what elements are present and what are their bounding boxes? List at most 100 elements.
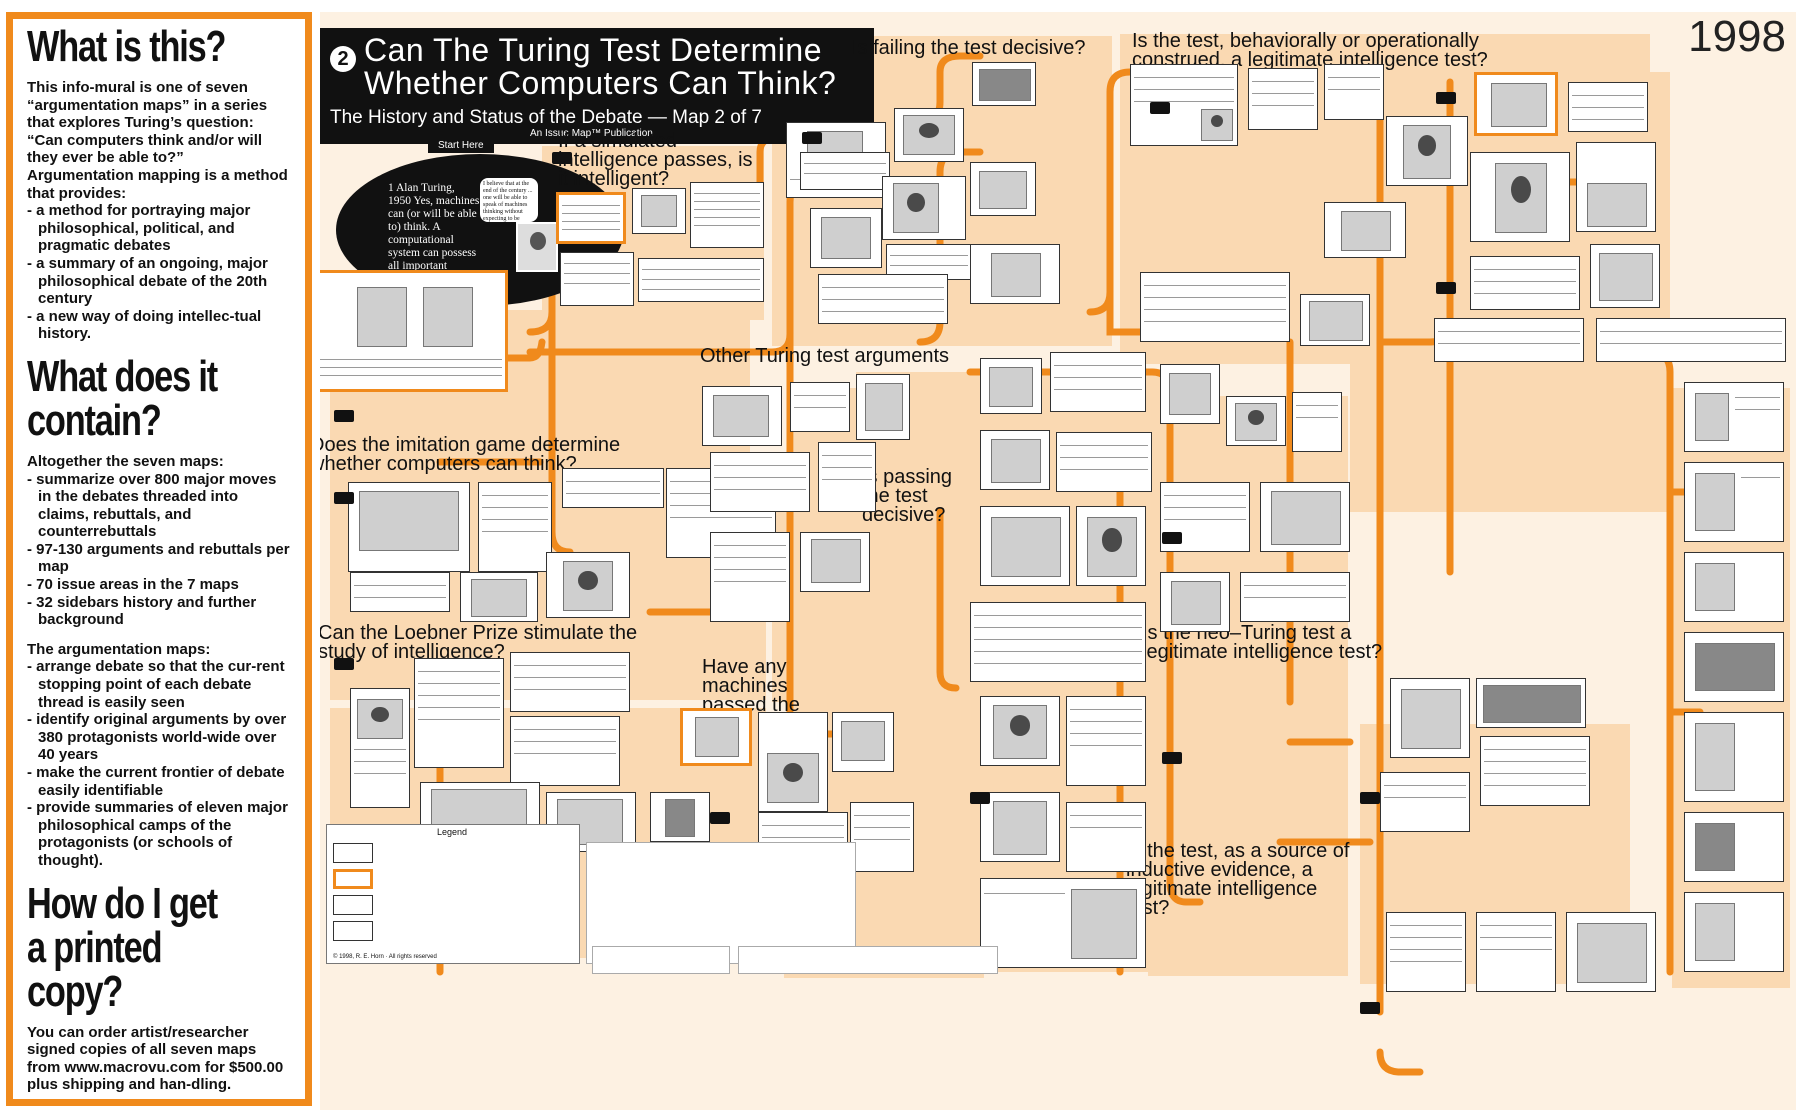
- argument-box[interactable]: [1576, 142, 1656, 232]
- argument-box[interactable]: [810, 208, 882, 268]
- argument-box[interactable]: [1324, 64, 1384, 120]
- argument-box[interactable]: [1386, 116, 1468, 186]
- argument-box[interactable]: [1324, 202, 1406, 258]
- argument-box[interactable]: [1476, 912, 1556, 992]
- argument-box[interactable]: [1590, 244, 1660, 308]
- argument-box[interactable]: [556, 192, 626, 244]
- argument-box[interactable]: [650, 792, 710, 842]
- argument-box[interactable]: [1130, 64, 1238, 146]
- argument-box[interactable]: [1260, 482, 1350, 552]
- heading-what-does-it-contain: What does it contain?: [27, 351, 218, 445]
- argument-box[interactable]: [1568, 82, 1648, 132]
- region-title-imitation: Does the imitation game determine whethe…: [320, 434, 621, 475]
- argument-box[interactable]: [1390, 678, 1470, 758]
- map-title-box: 2 Can The Turing Test Determine Whether …: [320, 28, 874, 144]
- argument-box[interactable]: [818, 442, 876, 512]
- list-item: 97-130 arguments and rebuttals per map: [27, 541, 291, 576]
- argument-box[interactable]: [1470, 256, 1580, 310]
- region-title-loebner: Can the Loebner Prize stimulate the stud…: [320, 622, 638, 663]
- argument-box[interactable]: [850, 802, 914, 872]
- argument-box[interactable]: [1470, 152, 1570, 242]
- argument-box[interactable]: [800, 532, 870, 592]
- argument-box[interactable]: [970, 602, 1146, 682]
- argument-box[interactable]: [1056, 432, 1152, 492]
- argument-box[interactable]: [1380, 772, 1470, 832]
- argument-box[interactable]: [638, 258, 764, 302]
- argument-box[interactable]: [882, 176, 966, 240]
- argument-box[interactable]: [1140, 272, 1290, 342]
- argument-box[interactable]: [980, 792, 1060, 862]
- start-here-label: Start Here: [428, 138, 494, 153]
- argument-box[interactable]: [980, 430, 1050, 490]
- argument-box[interactable]: [710, 532, 790, 622]
- argument-box[interactable]: [414, 658, 504, 768]
- argument-box[interactable]: [1684, 712, 1784, 802]
- legend-note-small: [592, 946, 730, 974]
- argument-box[interactable]: [478, 482, 552, 572]
- argument-box[interactable]: [980, 878, 1146, 968]
- argument-box[interactable]: [560, 252, 634, 306]
- argument-box[interactable]: [510, 652, 630, 712]
- argument-box[interactable]: [856, 374, 910, 440]
- argument-box[interactable]: [710, 452, 810, 512]
- argument-box[interactable]: [350, 572, 450, 612]
- argument-box[interactable]: [1240, 572, 1350, 622]
- legend-title: Legend: [437, 827, 468, 837]
- argument-box[interactable]: [972, 62, 1036, 106]
- argument-box[interactable]: [1050, 352, 1146, 412]
- argument-box[interactable]: [562, 468, 664, 508]
- argument-box[interactable]: [1386, 912, 1466, 992]
- argument-box[interactable]: [758, 712, 828, 812]
- argument-box[interactable]: [1066, 802, 1146, 872]
- argument-box[interactable]: [980, 358, 1042, 414]
- argument-box[interactable]: [980, 506, 1070, 586]
- list-item: 70 issue areas in the 7 maps: [27, 576, 291, 594]
- argument-box[interactable]: [1160, 572, 1230, 632]
- argument-box[interactable]: [818, 274, 948, 324]
- argument-box[interactable]: [320, 270, 508, 392]
- argument-box[interactable]: [1684, 552, 1784, 622]
- argument-map: 2 Can The Turing Test Determine Whether …: [320, 12, 1796, 1110]
- argument-box[interactable]: [1596, 318, 1786, 362]
- argument-box[interactable]: [546, 552, 630, 618]
- argument-box[interactable]: [1248, 68, 1318, 130]
- argument-box[interactable]: [1160, 364, 1220, 424]
- argument-box[interactable]: [1292, 392, 1342, 452]
- argument-box[interactable]: [970, 162, 1036, 216]
- heading-how-do-i-get-a-copy: How do I get a printed copy?: [27, 878, 218, 1016]
- argument-box[interactable]: [980, 696, 1060, 766]
- legend-box: Legend © 1998, R. E. Horn · All rights r…: [326, 824, 580, 964]
- argument-box[interactable]: [894, 108, 964, 162]
- argument-box[interactable]: [970, 244, 1060, 304]
- argument-box[interactable]: [1076, 506, 1146, 586]
- argument-box[interactable]: [1684, 812, 1784, 882]
- argument-box[interactable]: [1684, 892, 1784, 972]
- argument-box[interactable]: [1684, 382, 1784, 452]
- argument-box[interactable]: [702, 386, 782, 446]
- argument-box[interactable]: [690, 182, 764, 248]
- argument-box[interactable]: [1300, 294, 1370, 346]
- argument-box[interactable]: [460, 572, 538, 622]
- argument-box[interactable]: [800, 152, 890, 190]
- argument-box[interactable]: [790, 382, 850, 432]
- map-title: Can The Turing Test Determine Whether Co…: [364, 34, 836, 100]
- list-item: a new way of doing intellec-tual history…: [27, 308, 291, 343]
- argument-box[interactable]: [348, 482, 470, 572]
- argument-box[interactable]: [1480, 736, 1590, 806]
- argument-box[interactable]: [832, 712, 894, 772]
- argument-box[interactable]: [510, 716, 620, 786]
- argument-box[interactable]: [1226, 396, 1286, 446]
- argument-box[interactable]: [350, 688, 410, 808]
- argument-box[interactable]: [632, 188, 686, 234]
- map-number-badge: 2: [330, 46, 356, 72]
- argument-box[interactable]: [1566, 912, 1656, 992]
- list-item: 32 sidebars history and further backgrou…: [27, 594, 291, 629]
- argument-box[interactable]: [1684, 462, 1784, 542]
- argument-box[interactable]: [1066, 696, 1146, 786]
- argument-box[interactable]: [1474, 72, 1558, 136]
- argument-box[interactable]: [680, 708, 752, 766]
- argument-box[interactable]: [1684, 632, 1784, 702]
- list-item: a method for portraying major philosophi…: [27, 202, 291, 255]
- argument-box[interactable]: [1434, 318, 1584, 362]
- argument-box[interactable]: [1476, 678, 1586, 728]
